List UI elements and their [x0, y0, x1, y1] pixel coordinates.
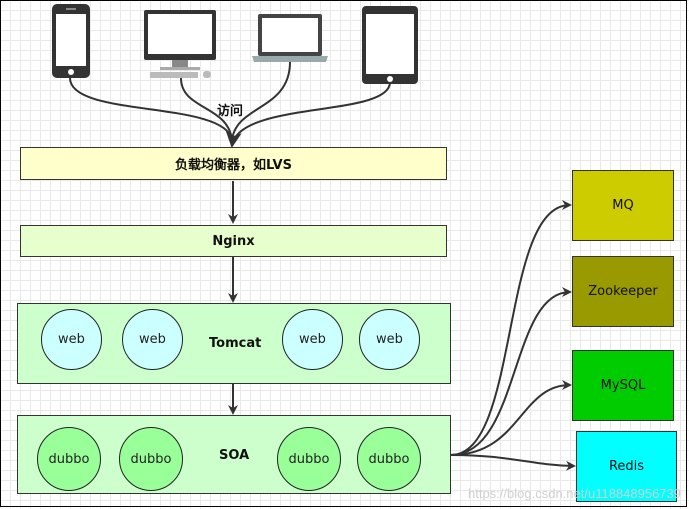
service-redis: Redis: [576, 431, 677, 502]
dubbo-node: dubbo: [277, 427, 341, 491]
edge-soa-to-redis: [450, 454, 576, 471]
edge-soa-to-mysql: [450, 380, 572, 456]
edge-tablet-to-lb: [225, 81, 391, 148]
edge-soa-to-zookeeper: [450, 287, 572, 456]
dubbo-node: dubbo: [37, 427, 101, 491]
tablet-icon: [362, 6, 418, 84]
edge-soa-to-mq: [450, 200, 572, 456]
phone-icon: [52, 4, 90, 78]
web-node: web: [41, 309, 102, 370]
edge-label-access: 访问: [217, 104, 244, 119]
desktop-icon: [144, 10, 216, 78]
edge-desktop-to-lb: [180, 77, 233, 141]
web-node: web: [122, 309, 183, 370]
soa-label: SOA: [219, 448, 250, 463]
web-node: web: [359, 309, 420, 370]
web-node: web: [282, 309, 343, 370]
dubbo-node: dubbo: [119, 427, 183, 491]
dubbo-node: dubbo: [357, 427, 421, 491]
laptop-icon: [252, 14, 328, 62]
client-devices: [52, 4, 418, 84]
load-balancer-box: 负载均衡器，如LVS: [20, 147, 447, 180]
service-zookeeper: Zookeeper: [572, 256, 674, 327]
edge-laptop-to-lb: [231, 61, 291, 141]
nginx-box: Nginx: [20, 225, 447, 257]
service-mq: MQ: [572, 170, 674, 241]
tomcat-label: Tomcat: [209, 336, 262, 351]
watermark: https://blog.csdn.net/u118848956739: [468, 486, 681, 501]
service-mysql: MySQL: [572, 350, 674, 421]
edge-phone-to-lb: [69, 77, 233, 141]
